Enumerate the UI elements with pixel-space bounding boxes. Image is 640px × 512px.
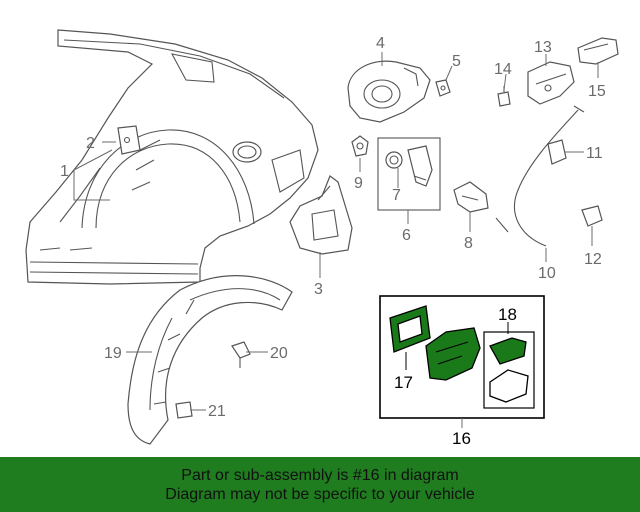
callout-15: 15 (588, 83, 606, 100)
callout-13: 13 (534, 39, 552, 56)
parts-diagram: 1 2 3 4 5 6 7 8 9 10 11 12 13 14 15 16 1… (25, 29, 619, 448)
callout-3: 3 (314, 281, 323, 298)
callout-21: 21 (208, 403, 226, 420)
callout-1: 1 (60, 163, 69, 180)
callout-18: 18 (498, 305, 517, 324)
banner-line-1: Part or sub-assembly is #16 in diagram (181, 466, 459, 484)
wheel-liner-part-19 (127, 275, 293, 445)
callout-11: 11 (586, 145, 603, 162)
callout-9: 9 (354, 175, 363, 192)
clip-part-21 (175, 401, 193, 419)
reinforcement-part-3 (289, 175, 353, 255)
callout-4: 4 (376, 35, 385, 52)
fuel-door-part-15 (577, 37, 619, 65)
assembly-box-part-16 (379, 295, 545, 419)
filler-housing-part-4 (347, 60, 431, 123)
callout-17: 17 (394, 373, 413, 392)
callout-7: 7 (392, 187, 401, 204)
callout-19: 19 (104, 345, 122, 362)
clip-part-11 (547, 139, 567, 165)
callout-20: 20 (270, 345, 288, 362)
callout-16: 16 (452, 429, 471, 448)
callout-5: 5 (452, 53, 461, 70)
callout-10: 10 (538, 265, 556, 282)
callout-12: 12 (584, 251, 602, 268)
actuator-group-part-6 (377, 137, 441, 211)
callout-2: 2 (86, 135, 95, 152)
clip-part-20 (231, 341, 251, 368)
callout-14: 14 (494, 61, 512, 78)
bracket-part-2 (117, 125, 141, 155)
banner-line-2: Diagram may not be specific to your vehi… (165, 485, 475, 503)
release-cable-part-10 (495, 105, 585, 247)
hinge-part-13 (527, 61, 575, 105)
callout-6: 6 (402, 227, 411, 244)
bracket-part-8 (453, 181, 489, 213)
clip-part-5 (435, 79, 451, 97)
cap-part-12 (581, 205, 603, 227)
leader-lines (73, 52, 599, 428)
grommet-part-9 (351, 135, 369, 157)
callout-8: 8 (464, 235, 473, 252)
quarter-panel (25, 29, 319, 285)
info-banner: Part or sub-assembly is #16 in diagram D… (0, 457, 640, 512)
